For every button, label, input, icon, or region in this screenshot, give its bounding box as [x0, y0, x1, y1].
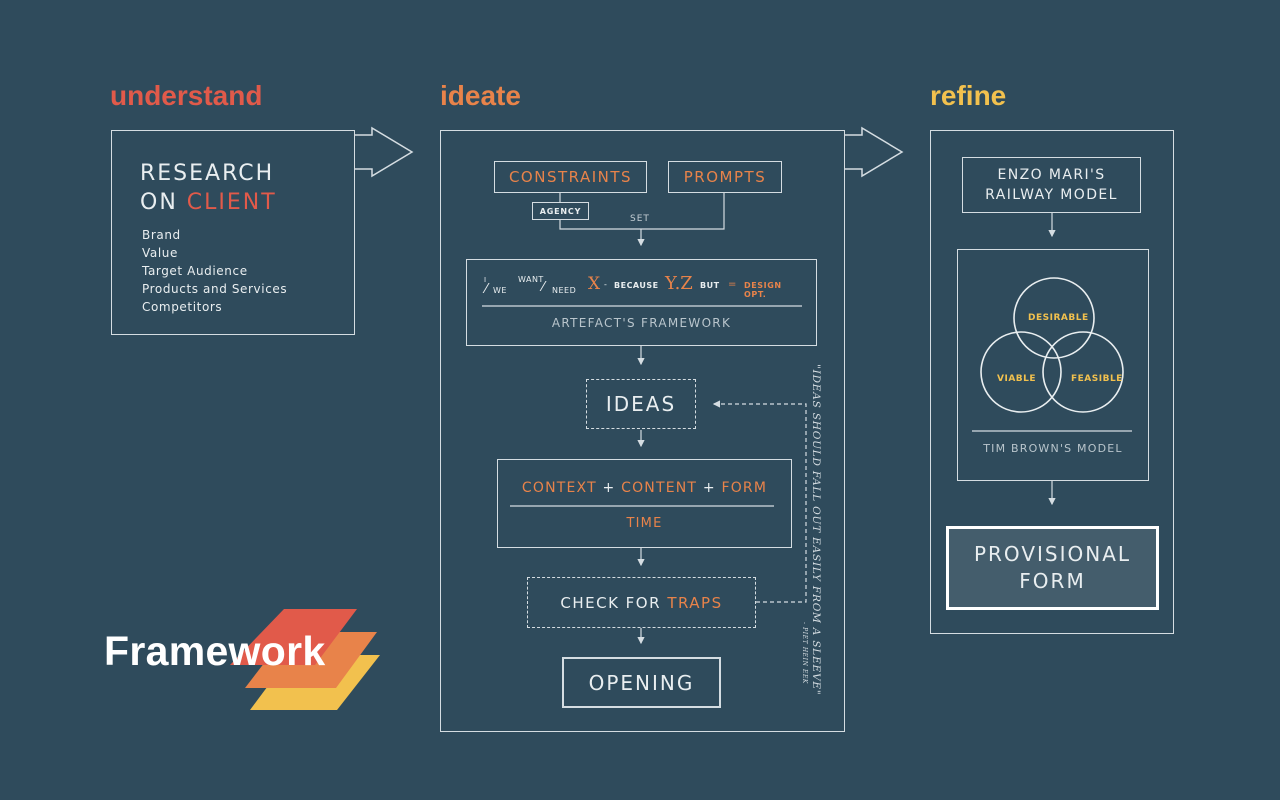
venn-viable-circle	[980, 331, 1062, 413]
context-content-form-box: CONTEXT + CONTENT + FORM TIME	[497, 459, 792, 548]
heading-ideate: ideate	[440, 80, 521, 111]
provisional-line1: PROVISIONAL	[973, 542, 1132, 566]
plus-1: +	[602, 480, 616, 496]
research-title-line1: RESEARCH	[140, 161, 275, 186]
formula-but: BUT	[700, 281, 720, 290]
heading-understand: understand	[110, 80, 263, 111]
understand-to-ideate-arrow	[354, 126, 414, 178]
research-panel: RESEARCH ON CLIENT Brand Value Target Au…	[111, 130, 355, 335]
research-title: RESEARCH ON CLIENT	[140, 159, 277, 217]
opening-box: OPENING	[562, 657, 721, 708]
provisional-form-box: PROVISIONAL FORM	[946, 526, 1159, 610]
design-formula: I ⁄ WE WANT ⁄ NEED X - BECAUSE Y.Z BUT =…	[481, 273, 807, 300]
agency-tag: AGENCY	[532, 202, 589, 220]
provisional-line2: FORM	[1019, 569, 1086, 593]
formula-slash-2: ⁄	[542, 280, 545, 295]
formula-yz: Y.Z	[665, 273, 693, 294]
research-title-line2: ON CLIENT	[140, 188, 277, 217]
research-item-value: Value	[142, 246, 178, 260]
research-item-products-services: Products and Services	[142, 282, 288, 296]
research-list: Brand Value Target Audience Products and…	[142, 226, 287, 316]
time-label: TIME	[626, 516, 663, 531]
heading-refine: refine	[930, 80, 1007, 111]
formula-need: NEED	[552, 286, 577, 295]
ideate-panel	[440, 130, 845, 732]
venn-feasible-label: FEASIBLE	[1071, 374, 1123, 384]
formula-x: X	[588, 274, 601, 294]
context-content-form-row: CONTEXT + CONTENT + FORM	[498, 480, 791, 496]
ideas-box: IDEAS	[586, 379, 696, 429]
venn-box	[957, 249, 1149, 481]
quote-vertical: "IDEAS SHOULD FALL OUT EASILY FROM A SLE…	[810, 364, 822, 696]
formula-i: I	[484, 276, 487, 284]
enzo-line1: ENZO MARI'S	[997, 167, 1106, 183]
check-for-label: CHECK FOR	[560, 593, 662, 612]
venn-desirable-circle	[1013, 277, 1095, 359]
formula-design-opt: DESIGN OPT.	[744, 281, 782, 299]
venn-desirable-label: DESIRABLE	[1028, 313, 1089, 323]
formula-eq: =	[728, 279, 737, 290]
framework-logo-text: Framework	[104, 628, 326, 674]
venn-feasible-circle	[1042, 331, 1124, 413]
quote-author: - PIET HEIN EEK	[801, 622, 808, 685]
artefact-framework-box: I ⁄ WE WANT ⁄ NEED X - BECAUSE Y.Z BUT =…	[466, 259, 817, 346]
ideate-to-refine-arrow	[844, 126, 904, 178]
plus-2: +	[702, 480, 716, 496]
formula-want: WANT	[518, 275, 544, 284]
research-title-client: CLIENT	[186, 190, 277, 215]
formula-dash: -	[604, 280, 607, 289]
content-label: CONTENT	[621, 480, 698, 496]
context-label: CONTEXT	[521, 480, 597, 496]
constraints-box: CONSTRAINTS	[494, 161, 647, 193]
formula-slash-1: ⁄	[485, 282, 488, 297]
refine-panel	[930, 130, 1174, 634]
research-item-target-audience: Target Audience	[142, 264, 248, 278]
tim-brown-label: TIM BROWN'S MODEL	[983, 442, 1123, 455]
traps-feedback-loop	[712, 400, 807, 603]
formula-we: WE	[493, 286, 507, 295]
set-label: SET	[630, 214, 650, 224]
check-for-traps-box: CHECK FOR TRAPS	[527, 577, 756, 628]
venn-viable-label: VIABLE	[997, 374, 1037, 384]
enzo-mari-box: ENZO MARI'S RAILWAY MODEL	[962, 157, 1141, 213]
research-item-competitors: Competitors	[142, 300, 223, 314]
research-title-on: ON	[140, 190, 178, 215]
logo-shapes	[230, 609, 380, 710]
form-label: FORM	[721, 480, 768, 496]
enzo-line2: RAILWAY MODEL	[985, 187, 1118, 203]
research-item-brand: Brand	[142, 228, 181, 242]
formula-because: BECAUSE	[614, 281, 659, 290]
traps-label: TRAPS	[667, 593, 723, 612]
artefact-framework-label: ARTEFACT'S FRAMEWORK	[551, 316, 732, 330]
prompts-box: PROMPTS	[668, 161, 782, 193]
